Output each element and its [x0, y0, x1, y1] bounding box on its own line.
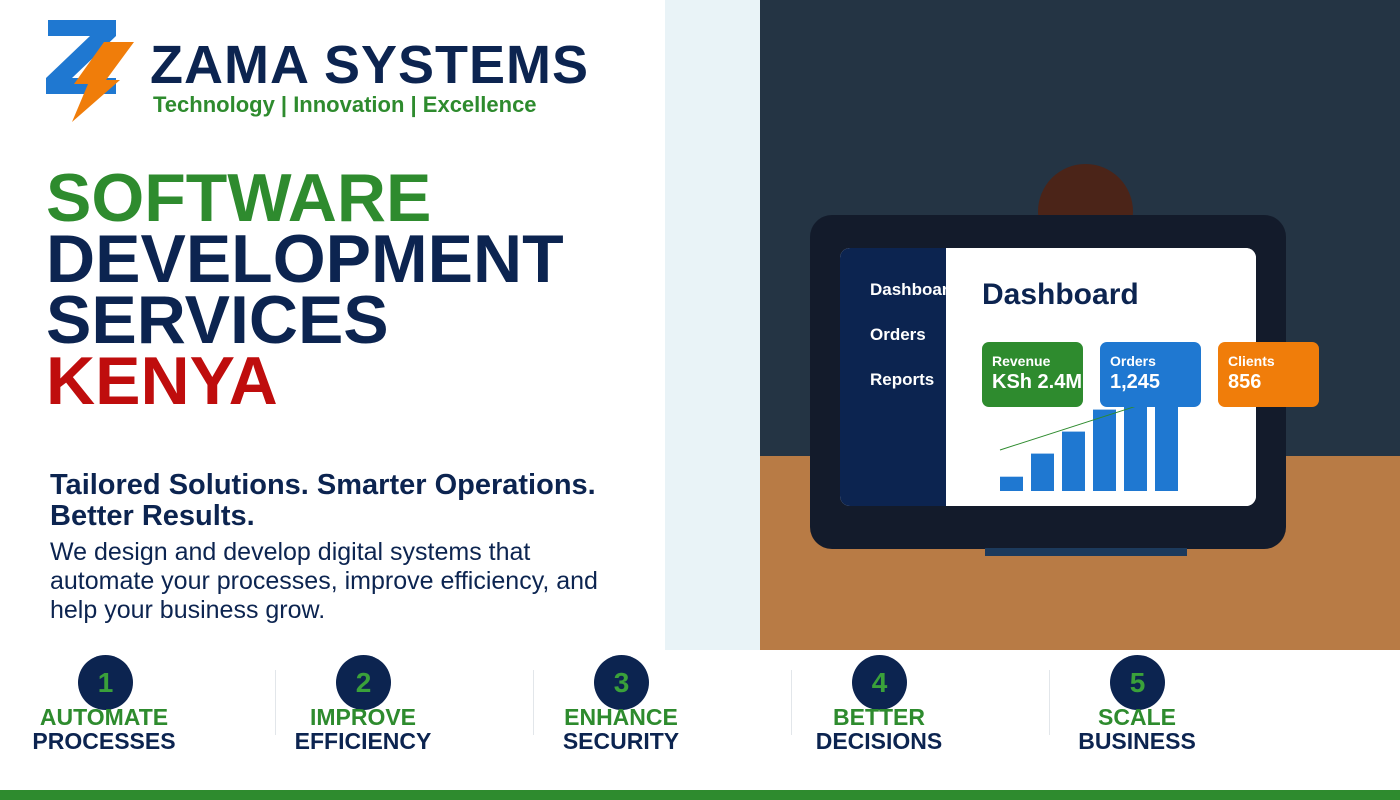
benefit-better: 4 BETTER DECISIONS: [750, 650, 1008, 780]
kpi-label: Clients: [1228, 353, 1275, 369]
benefit-number-badge: 2: [336, 655, 391, 710]
benefit-number-badge: 5: [1110, 655, 1165, 710]
kpi-card-orders: Orders 1,245: [1100, 342, 1201, 407]
hero-subhead: Tailored Solutions. Smarter Operations. …: [50, 469, 596, 532]
headline-line-development: DEVELOPMENT: [46, 221, 564, 297]
chart-bar: [1031, 453, 1054, 491]
nav-item-reports: Reports: [870, 370, 935, 389]
benefit-divider: [791, 670, 792, 735]
benefit-title: SCALE: [1098, 704, 1176, 730]
benefit-number-badge: 1: [78, 655, 133, 710]
benefit-title: IMPROVE: [309, 704, 417, 730]
benefit-divider: [275, 670, 276, 735]
chart-bar: [1000, 476, 1023, 491]
zama-logo-icon: [46, 20, 134, 122]
chart-bar: [1062, 431, 1085, 491]
nav-item-dashboard: Dashboard: [870, 280, 959, 299]
brand-name: ZAMA SYSTEMS: [150, 35, 590, 95]
benefit-title: AUTOMATE: [39, 704, 169, 730]
headline-line-software: SOFTWARE: [46, 160, 432, 236]
nav-item-orders: Orders: [870, 325, 926, 344]
benefit-subtitle: DECISIONS: [815, 728, 943, 754]
kpi-card-clients: Clients 856: [1218, 342, 1319, 407]
hero-left-panel: ZAMA SYSTEMS Technology | Innovation | E…: [0, 0, 665, 650]
kpi-value: KSh 2.4M: [992, 371, 1083, 393]
benefit-subtitle: BUSINESS: [1078, 728, 1196, 754]
benefit-scale: 5 SCALE BUSINESS: [1008, 650, 1266, 780]
kpi-value: 1,245: [1110, 371, 1161, 393]
brand-tagline: Technology | Innovation | Excellence: [153, 92, 537, 117]
headline-line-services: SERVICES: [46, 282, 389, 358]
hero-headline: SOFTWARE DEVELOPMENT SERVICES KENYA: [46, 160, 564, 419]
kpi-value: 856: [1228, 371, 1262, 393]
benefit-title: BETTER: [833, 704, 925, 730]
accent-strip: [665, 0, 760, 650]
chart-bar: [1124, 387, 1147, 491]
dashboard-title: Dashboard: [982, 278, 1139, 311]
dashboard-side-nav: Dashboard Orders Reports: [840, 248, 959, 506]
benefit-subtitle: SECURITY: [562, 728, 680, 754]
hero-body-text: We design and develop digital systems th…: [50, 538, 598, 624]
chart-bar: [1155, 381, 1178, 491]
monitor-stand: [985, 548, 1187, 556]
benefit-subtitle: EFFICIENCY: [294, 728, 432, 754]
benefit-enhance: 3 ENHANCE SECURITY: [492, 650, 750, 780]
benefit-divider: [533, 670, 534, 735]
kpi-label: Orders: [1110, 353, 1156, 369]
benefit-subtitle: PROCESSES: [32, 728, 176, 754]
kpi-label: Revenue: [992, 353, 1051, 369]
chart-bar: [1093, 409, 1116, 491]
benefit-number-badge: 3: [594, 655, 649, 710]
dashboard-bar-chart: [999, 381, 1178, 491]
office-illustration: Dashboard Orders Reports Dashboard Reven…: [760, 0, 1400, 650]
benefit-automate: 1 AUTOMATE PROCESSES: [0, 650, 258, 780]
bottom-accent-bar: [0, 790, 1400, 800]
benefit-divider: [1049, 670, 1050, 735]
benefit-improve: 2 IMPROVE EFFICIENCY: [234, 650, 492, 780]
benefit-number-badge: 4: [852, 655, 907, 710]
benefit-title: ENHANCE: [564, 704, 678, 730]
kpi-card-revenue: Revenue KSh 2.4M: [982, 342, 1083, 407]
benefits-row: 1 AUTOMATE PROCESSES 2 IMPROVE EFFICIENC…: [0, 650, 1400, 790]
headline-line-kenya: KENYA: [46, 343, 278, 419]
